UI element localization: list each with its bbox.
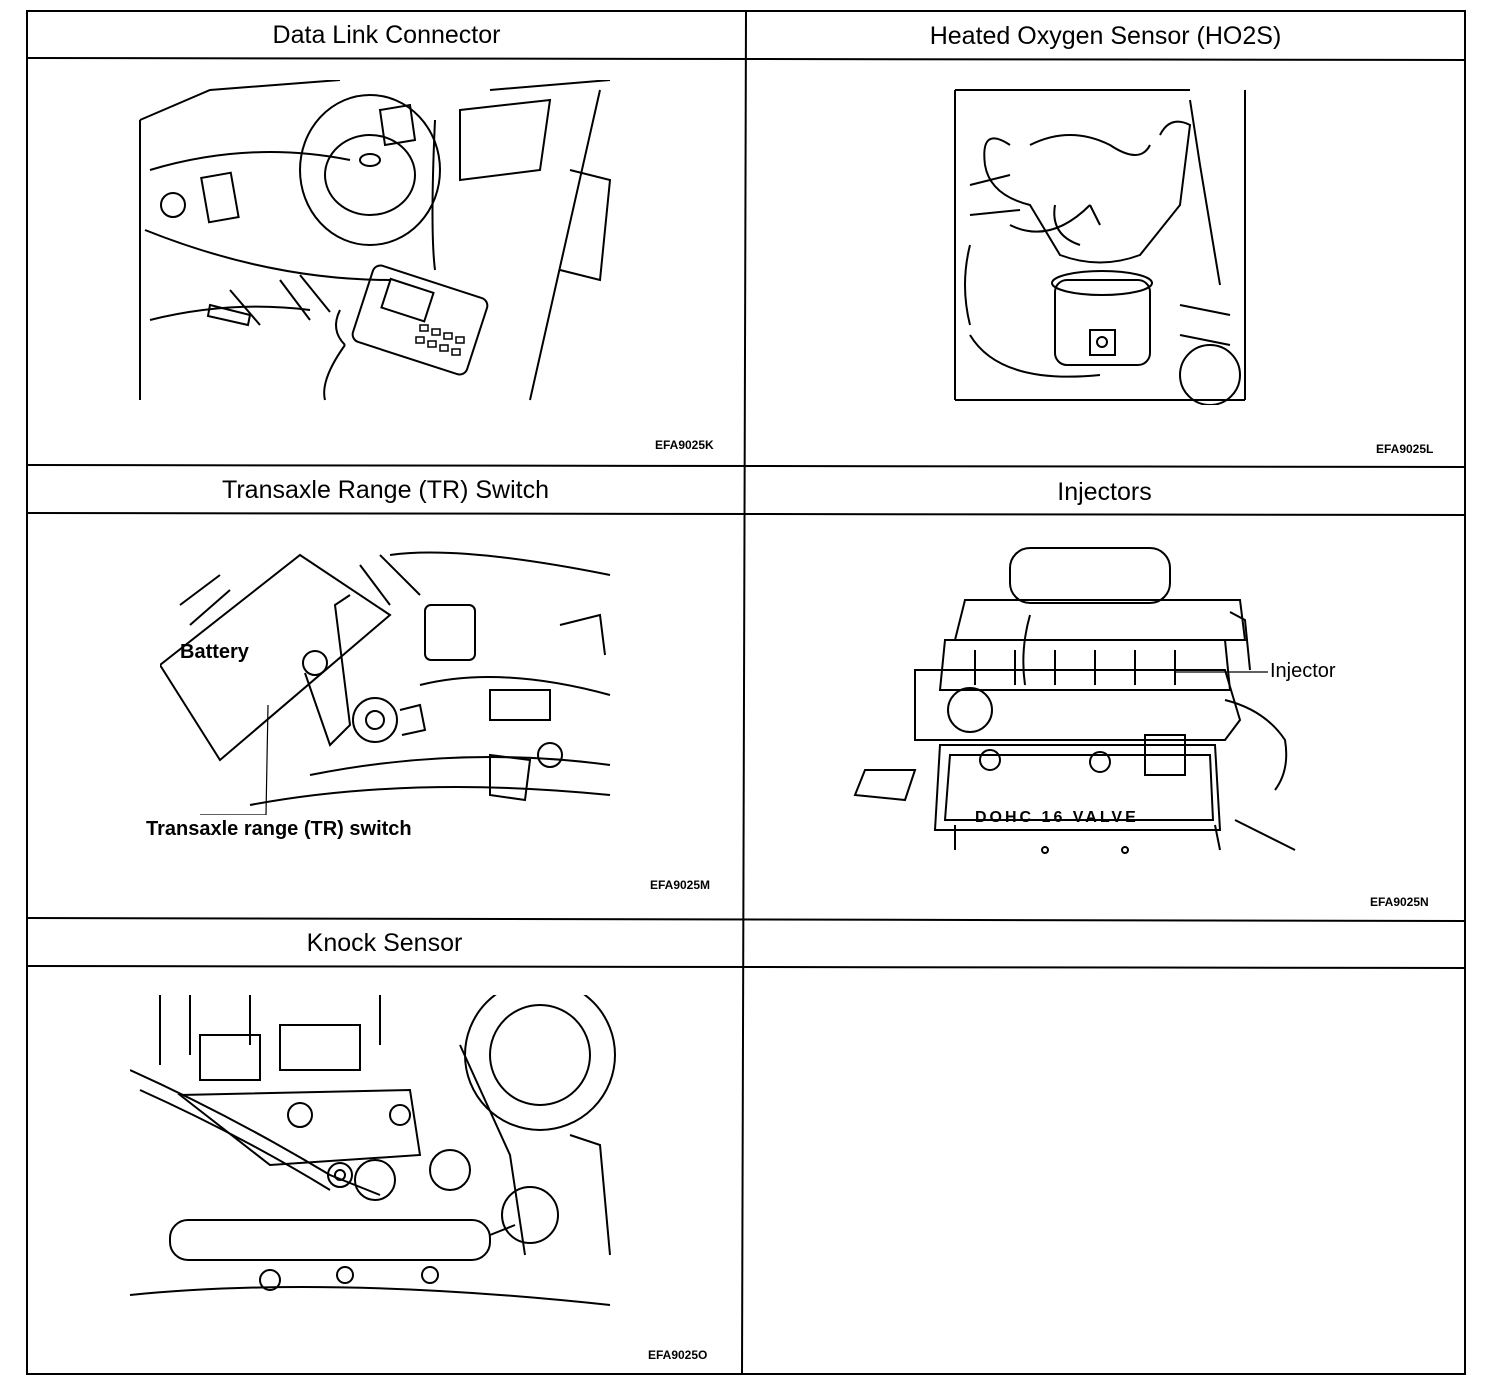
engraving-dohc-16-valve: DOHC 16 VALVE [975,809,1139,826]
figure-code-efa9025n: EFA9025N [1370,895,1429,909]
callout-tr-switch: Transaxle range (TR) switch [146,818,412,840]
callout-battery: Battery [180,641,249,663]
figure-code-efa9025l: EFA9025L [1376,442,1434,456]
figure-code-efa9025k: EFA9025K [655,438,714,452]
callout-injector: Injector [1270,660,1336,682]
knock-sensor-illustration [130,995,616,1306]
exhaust-manifold-illustration [954,89,1246,405]
scan-tool-dashboard-illustration [139,80,612,401]
engine-injectors-illustration: DOHC 16 VALVE [853,547,1296,854]
panel-title-heated-oxygen-sensor: Heated Oxygen Sensor (HO2S) [929,22,1282,50]
panel-title-transaxle-range-switch: Transaxle Range (TR) Switch [222,476,549,504]
figure-code-efa9025o: EFA9025O [648,1348,708,1362]
panel-title-data-link-connector: Data Link Connector [272,21,501,49]
figure-code-efa9025m: EFA9025M [650,878,711,892]
panel-title-injectors: Injectors [1057,478,1152,506]
panel-title-knock-sensor: Knock Sensor [306,929,463,957]
transaxle-switch-illustration [160,551,611,815]
